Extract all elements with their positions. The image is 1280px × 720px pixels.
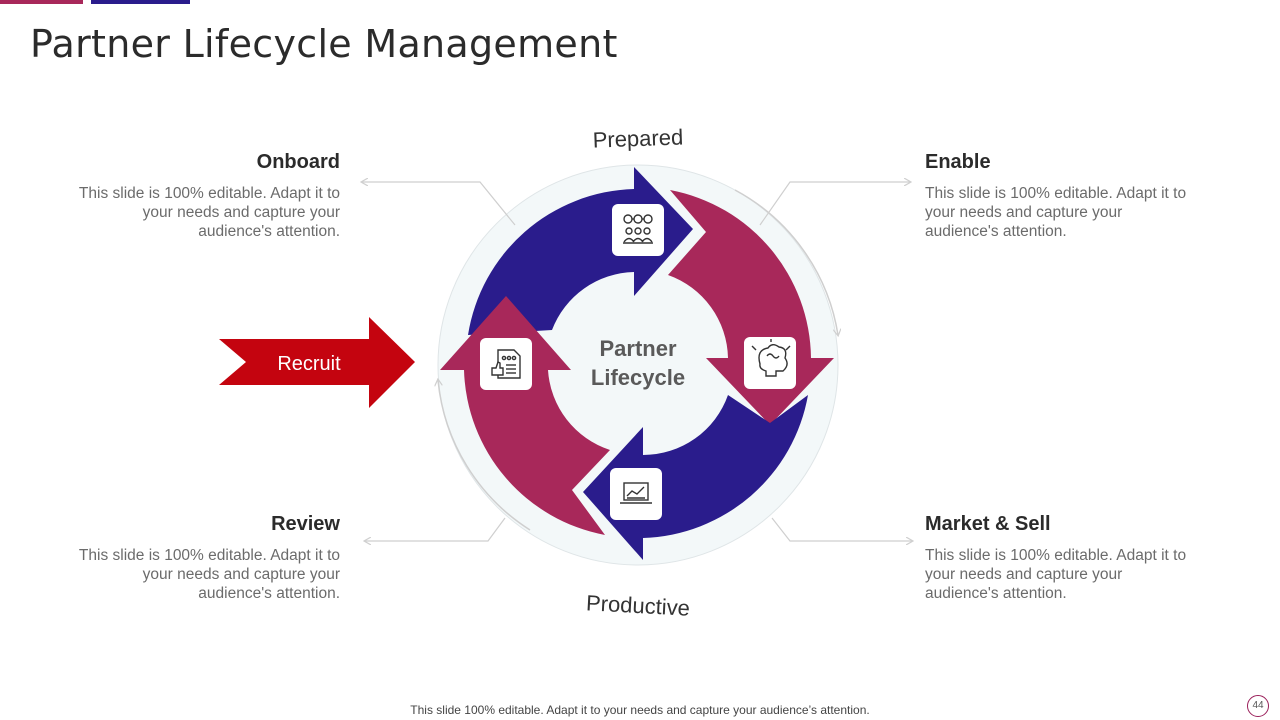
recruit-arrow [219, 317, 415, 408]
brain-idea-icon [744, 337, 796, 389]
leader-line-onboard [362, 182, 516, 226]
footer-note: This slide 100% editable. Adapt it to yo… [410, 703, 870, 717]
onboard-title: Onboard [256, 151, 340, 173]
review-body: This slide is 100% editable. Adapt it to… [78, 547, 340, 602]
leader-line-review [365, 517, 506, 541]
stage-label-productive: Productive [585, 590, 690, 620]
page-title: Partner Lifecycle Management [30, 22, 618, 66]
orbit-arrow-right [734, 189, 838, 335]
center-label-line1: Partner [599, 336, 676, 361]
top-accent-navy [91, 0, 190, 4]
market-sell-block: Market & Sell This slide is 100% editabl… [925, 513, 1195, 603]
stage-label-prepared: Prepared [592, 124, 683, 152]
leader-line-enable [759, 182, 910, 226]
onboard-block: Onboard This slide is 100% editable. Ada… [70, 151, 340, 241]
recruit-label: Recruit [277, 353, 341, 375]
enable-body: This slide is 100% editable. Adapt it to… [925, 185, 1187, 240]
enable-title: Enable [925, 151, 991, 173]
leader-line-market [771, 517, 912, 541]
center-label-line2: Lifecycle [591, 365, 685, 390]
market-sell-title: Market & Sell [925, 513, 1051, 535]
laptop-chart-icon [610, 468, 662, 520]
enable-block: Enable This slide is 100% editable. Adap… [925, 151, 1195, 241]
review-title: Review [271, 513, 340, 535]
team-network-icon [612, 204, 664, 256]
market-sell-body: This slide is 100% editable. Adapt it to… [925, 547, 1187, 602]
document-thumbs-up-icon [480, 338, 532, 390]
onboard-body: This slide is 100% editable. Adapt it to… [78, 185, 340, 240]
top-accent-magenta [0, 0, 83, 4]
review-block: Review This slide is 100% editable. Adap… [70, 513, 340, 603]
orbit-arrow-left [438, 380, 531, 531]
page-number-badge: 44 [1247, 695, 1269, 717]
